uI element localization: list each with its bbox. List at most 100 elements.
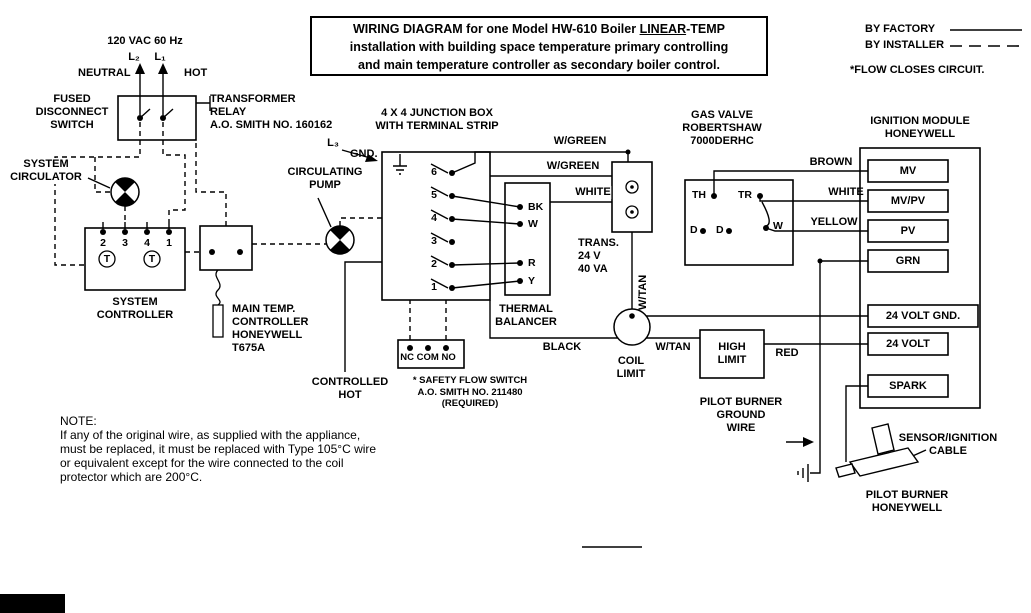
- neutral-label: NEUTRAL: [78, 67, 131, 79]
- wire-white-gv-label: WHITE: [828, 186, 864, 198]
- pilot-burner-symbol: [835, 423, 920, 478]
- sensor-cable-label: SENSOR/IGNITION CABLE: [898, 432, 998, 457]
- l3-arrow: [365, 154, 378, 162]
- junction-terminal-3: 3: [431, 235, 437, 247]
- temp-sensor-bulb: [212, 304, 224, 338]
- thermal-balancer-box: [504, 182, 551, 296]
- gas-valve-th: TH: [692, 189, 706, 201]
- temp-sensor-wire: [215, 269, 221, 306]
- system-circulator-symbol: [110, 177, 140, 207]
- title-text-suffix: -TEMP: [686, 22, 725, 36]
- fused-disconnect-label: FUSED DISCONNECT SWITCH: [35, 93, 109, 131]
- sysctrl-terminal-4: 4: [144, 237, 150, 249]
- legend-by-factory: BY FACTORY: [865, 23, 936, 35]
- installer-wires: [54, 122, 447, 340]
- wire-wgreen-mid-label: W/GREEN: [545, 160, 601, 173]
- system-controller-label: SYSTEM CONTROLLER: [96, 296, 174, 321]
- flow-switch-box: [397, 339, 465, 369]
- module-terminal-mvpv: MV/PV: [890, 195, 926, 207]
- thermal-terminal-bk: BK: [528, 201, 544, 213]
- wire-wgreen-top-label: W/GREEN: [552, 135, 608, 148]
- transformer-relay-label: TRANSFORMER RELAY A.O. SMITH NO. 160162: [210, 93, 333, 131]
- supply-voltage-label: 120 VAC 60 Hz: [107, 35, 183, 47]
- ground-wire-arrow: [803, 437, 814, 447]
- hot-label: HOT: [184, 67, 208, 79]
- gas-valve-w: W: [773, 220, 783, 232]
- thermal-balancer-label: THERMAL BALANCER: [495, 303, 557, 328]
- main-temp-controller-box: [199, 225, 253, 271]
- title-line-2: installation with building space tempera…: [349, 40, 729, 54]
- system-circulator-label: SYSTEM CIRCULATOR: [9, 158, 83, 184]
- transformer-label: TRANS. 24 V 40 VA: [578, 237, 619, 275]
- fused-disconnect-box: [117, 95, 197, 141]
- ignition-module-box: [859, 147, 981, 409]
- tstat-t2-label: T: [148, 253, 156, 265]
- thermal-terminal-r: R: [528, 257, 536, 269]
- diagram-title: WIRING DIAGRAM for one Model HW-610 Boil…: [310, 16, 768, 76]
- wire-yellow-label: YELLOW: [810, 216, 858, 228]
- transformer-terminals: [625, 180, 639, 219]
- high-limit-label: HIGH LIMIT: [717, 341, 747, 366]
- circulating-pump-symbol: [325, 225, 355, 255]
- title-underlined-text: LINEAR: [639, 22, 687, 36]
- module-terminal-24vgnd: 24 VOLT GND.: [885, 310, 961, 322]
- terminal-dots: [100, 115, 823, 351]
- wire-black-label: BLACK: [542, 341, 582, 353]
- main-temp-controller-label: MAIN TEMP. CONTROLLER HONEYWELL T675A: [232, 303, 309, 354]
- thermostat-terminals: [98, 250, 161, 268]
- gas-valve-box: [684, 179, 794, 266]
- flow-switch-label: * SAFETY FLOW SWITCH A.O. SMITH NO. 2114…: [412, 375, 528, 409]
- junction-box-label: 4 X 4 JUNCTION BOX WITH TERMINAL STRIP: [375, 107, 499, 132]
- controlled-hot-label: CONTROLLED HOT: [311, 376, 389, 401]
- l2-label: L₂: [128, 51, 140, 63]
- thermal-terminal-y: Y: [528, 275, 536, 287]
- system-controller-box: [84, 227, 186, 291]
- title-line-3: and main temperature controller as secon…: [358, 58, 720, 72]
- title-line-1: WIRING DIAGRAM for one Model HW-610 Boil…: [312, 20, 766, 38]
- circulating-pump-label: CIRCULATING PUMP: [287, 166, 363, 191]
- component-boxes: [84, 95, 981, 409]
- l1-label: L₁: [154, 51, 166, 63]
- wire-wtan-vertical-label: W/TAN: [637, 274, 649, 310]
- neutral-arrow: [135, 63, 145, 74]
- junction-terminal-1: 1: [431, 281, 437, 293]
- note-heading: NOTE:: [60, 414, 97, 428]
- bottom-left-mark: [0, 594, 65, 613]
- gas-valve-d1: D: [690, 224, 698, 236]
- wire-brown-label: BROWN: [809, 156, 853, 168]
- junction-box: [381, 151, 491, 301]
- wire-wtan-horizontal-label: W/TAN: [655, 341, 691, 353]
- junction-terminal-6: 6: [431, 166, 437, 178]
- module-terminal-24v: 24 VOLT: [886, 338, 930, 350]
- thermal-terminal-w: W: [528, 218, 538, 230]
- gnd-label: GND.: [350, 148, 378, 160]
- note-body: If any of the original wire, as supplied…: [60, 428, 377, 484]
- factory-wires: [87, 29, 1022, 548]
- junction-terminal-5: 5: [431, 189, 437, 201]
- ignition-module-label: IGNITION MODULE HONEYWELL: [870, 115, 970, 140]
- high-limit-box: [699, 329, 765, 379]
- wire-white-trans-label: WHITE: [574, 186, 612, 199]
- module-terminal-spark: SPARK: [889, 380, 927, 392]
- junction-terminal-2: 2: [431, 258, 437, 270]
- coil-limit-label: COIL LIMIT: [616, 355, 646, 380]
- module-terminal-grn: GRN: [895, 255, 921, 267]
- legend-flow-note: *FLOW CLOSES CIRCUIT.: [850, 64, 985, 76]
- sysctrl-terminal-3: 3: [122, 237, 128, 249]
- arrowheads: [135, 63, 814, 447]
- coil-limit-symbol: [613, 308, 651, 346]
- wire-red-label: RED: [775, 347, 799, 359]
- legend-by-installer: BY INSTALLER: [865, 39, 945, 51]
- module-terminal-pv: PV: [900, 225, 916, 237]
- tstat-t1-label: T: [103, 253, 111, 265]
- title-text: WIRING DIAGRAM for one Model HW-610 Boil…: [353, 22, 640, 36]
- junction-terminal-4: 4: [431, 212, 437, 224]
- sysctrl-terminal-2: 2: [100, 237, 106, 249]
- module-terminal-mv: MV: [899, 165, 917, 177]
- l3-label: L₃: [327, 137, 339, 149]
- transformer-box: [611, 161, 653, 233]
- hot-arrow: [158, 63, 168, 74]
- gas-valve-label: GAS VALVE ROBERTSHAW 7000DERHC: [682, 109, 762, 147]
